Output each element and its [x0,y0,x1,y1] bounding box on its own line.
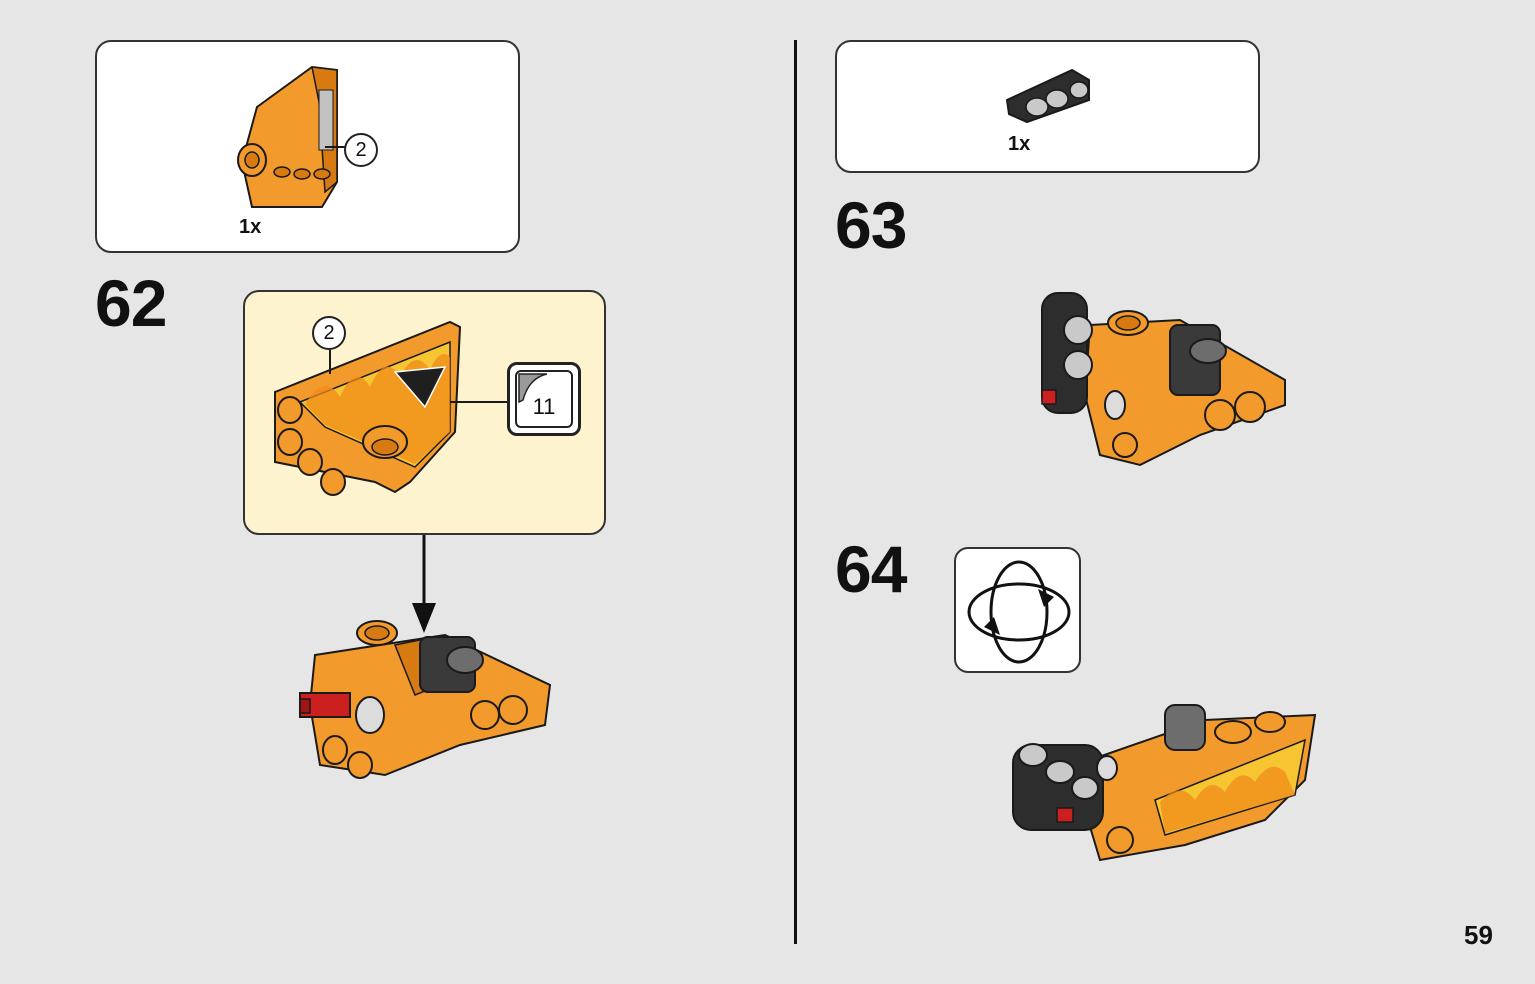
arrow-down-icon [412,535,436,633]
step-number: 62 [95,266,167,340]
step-62-model-illustration [299,620,552,779]
part-callout-badge: 2 [312,316,346,350]
step-64-model-illustration [1012,704,1317,862]
orange-panel-part-icon [237,65,345,208]
black-connector-part-icon [1005,68,1090,124]
rotate-model-indicator [954,547,1081,673]
step-63-parts-box: 1x [835,40,1260,173]
step-62-subassembly-box: 2 11 [243,290,606,535]
rotate-icon [967,560,1071,664]
page-number: 59 [1464,920,1493,950]
sticker-peel-icon [518,373,548,404]
part-quantity: 1x [1008,133,1031,155]
page-divider [794,40,797,944]
part-callout-badge: 2 [344,133,378,167]
step-62-parts-box: 2 1x [95,40,520,253]
step-63-model-illustration [1041,292,1286,467]
flame-panel-part-icon [274,320,509,496]
sticker-indicator: 11 [507,362,581,436]
sticker-number: 11 [532,394,556,419]
step-number: 63 [835,188,907,262]
part-quantity: 1x [239,216,262,238]
step-number: 64 [835,532,907,606]
